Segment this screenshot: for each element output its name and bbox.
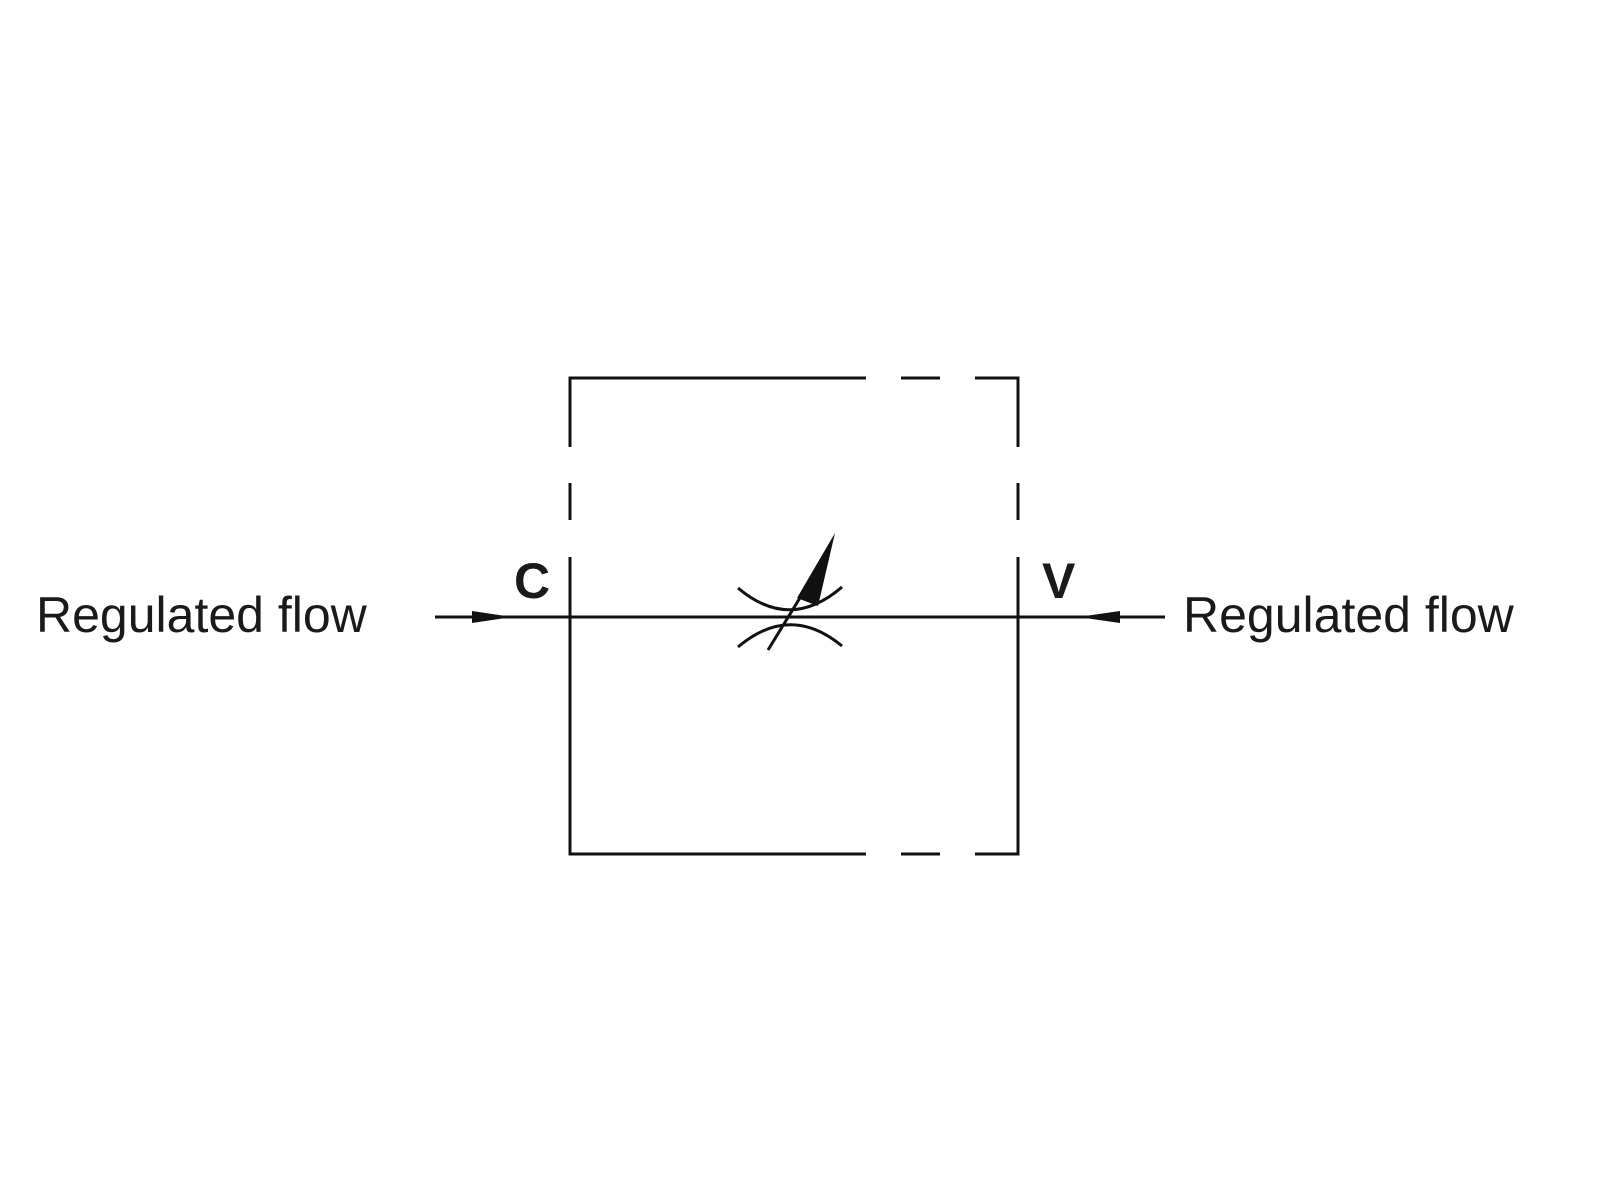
port-v-label: V	[1042, 553, 1076, 609]
envelope-right-dash	[901, 483, 1020, 856]
port-c-label: C	[514, 553, 550, 609]
envelope-left-dash	[568, 483, 866, 856]
left-arrowhead-icon	[472, 611, 512, 623]
adjust-arrow-head-icon	[797, 533, 835, 606]
adjustable-throttle-icon	[737, 533, 843, 651]
left-flow-label: Regulated flow	[36, 587, 368, 643]
envelope-top-solid	[568, 376, 866, 447]
right-flow-label: Regulated flow	[1183, 587, 1515, 643]
right-arrowhead-icon	[1078, 611, 1120, 623]
valve-envelope	[568, 376, 1020, 856]
throttle-upper-arc	[737, 585, 843, 612]
envelope-top-dash	[901, 376, 1020, 447]
throttle-lower-arc	[737, 623, 843, 649]
